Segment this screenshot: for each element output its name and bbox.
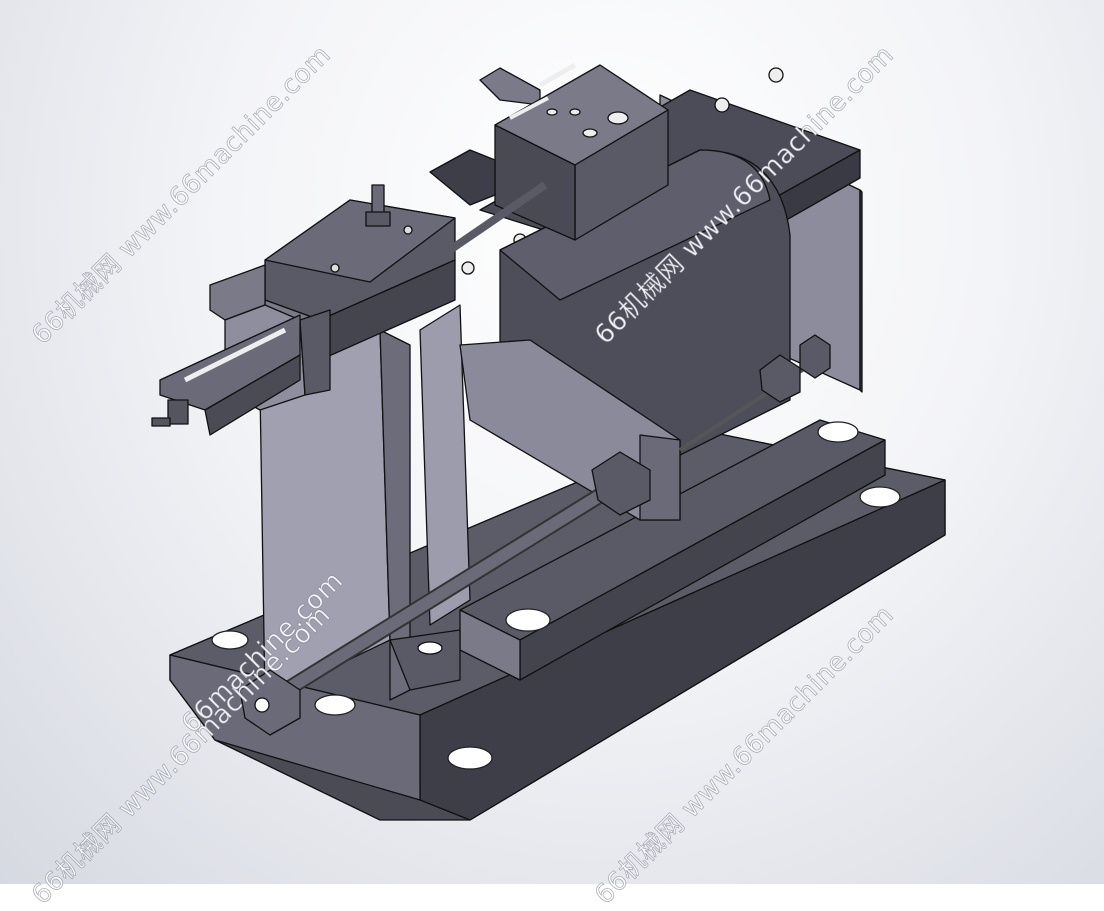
cad-model[interactable] <box>0 0 1104 884</box>
sensor-arm <box>151 314 301 436</box>
hex-nuts <box>239 334 831 736</box>
base-rail <box>459 419 886 681</box>
left-column <box>259 329 461 701</box>
base-slots <box>211 421 901 770</box>
right-block <box>429 62 669 241</box>
